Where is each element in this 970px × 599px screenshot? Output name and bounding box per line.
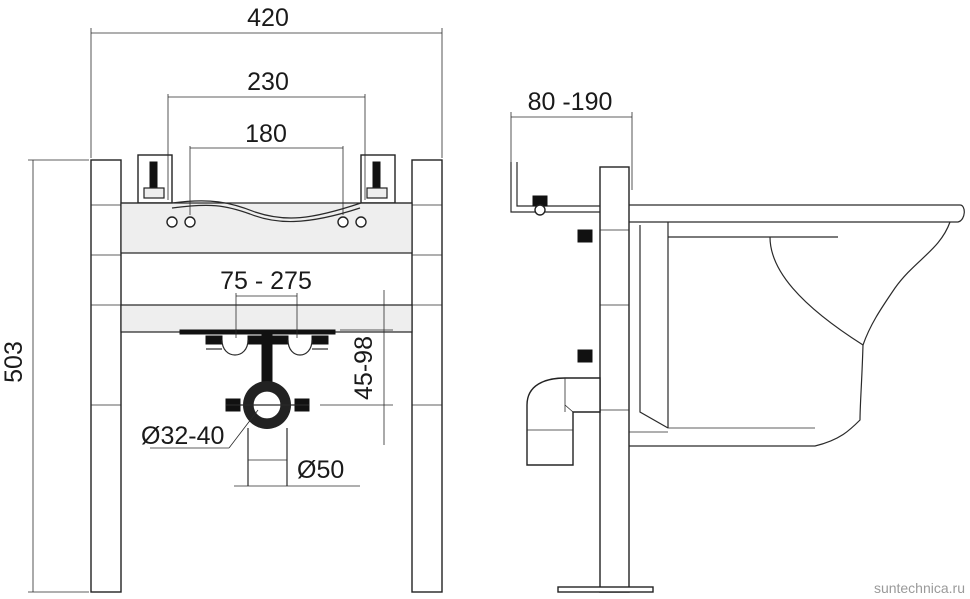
- small-pipe-label: Ø32-40: [141, 422, 224, 450]
- right-leg: [411, 159, 443, 593]
- mount-spacing-label: 180: [245, 120, 287, 148]
- side-post: [599, 166, 630, 593]
- right-mount-bolt: [372, 161, 381, 189]
- dim-pipe-50: Ø50: [234, 456, 360, 487]
- dim-230: 230: [167, 68, 366, 200]
- drain-clamp-assembly: [179, 329, 336, 393]
- dim-420: 420: [90, 4, 443, 158]
- height-label: 503: [0, 341, 28, 383]
- drain-outlet: [225, 381, 310, 486]
- dim-75-275: 75 - 275: [220, 267, 312, 338]
- dim-180: 180: [189, 120, 344, 215]
- drain-height-label: 45-98: [350, 336, 378, 400]
- left-leg: [90, 159, 122, 593]
- drain-elbow: [526, 377, 601, 466]
- lower-cross-beam: [120, 304, 413, 333]
- drain-adjust-label: 75 - 275: [220, 267, 312, 295]
- front-view: 420 230 180 75 - 275 503: [0, 4, 443, 593]
- dim-45-98: 45-98: [320, 290, 393, 445]
- dim-pipe-32-40: Ø32-40: [141, 409, 259, 450]
- watermark: suntechnica.ru: [874, 580, 965, 596]
- upper-cross-beam: [120, 202, 413, 254]
- depth-range-label: 80 -190: [528, 88, 613, 116]
- left-mount-bolt: [149, 161, 158, 189]
- large-pipe-label: Ø50: [297, 456, 344, 484]
- overall-width-label: 420: [247, 4, 289, 32]
- dim-80-190: 80 -190: [510, 88, 633, 190]
- inner-width-label: 230: [247, 68, 289, 96]
- wall-hung-bowl: [629, 204, 965, 447]
- side-foot: [557, 586, 654, 593]
- side-view: 80 -190: [510, 88, 965, 593]
- dim-503: 503: [0, 159, 89, 593]
